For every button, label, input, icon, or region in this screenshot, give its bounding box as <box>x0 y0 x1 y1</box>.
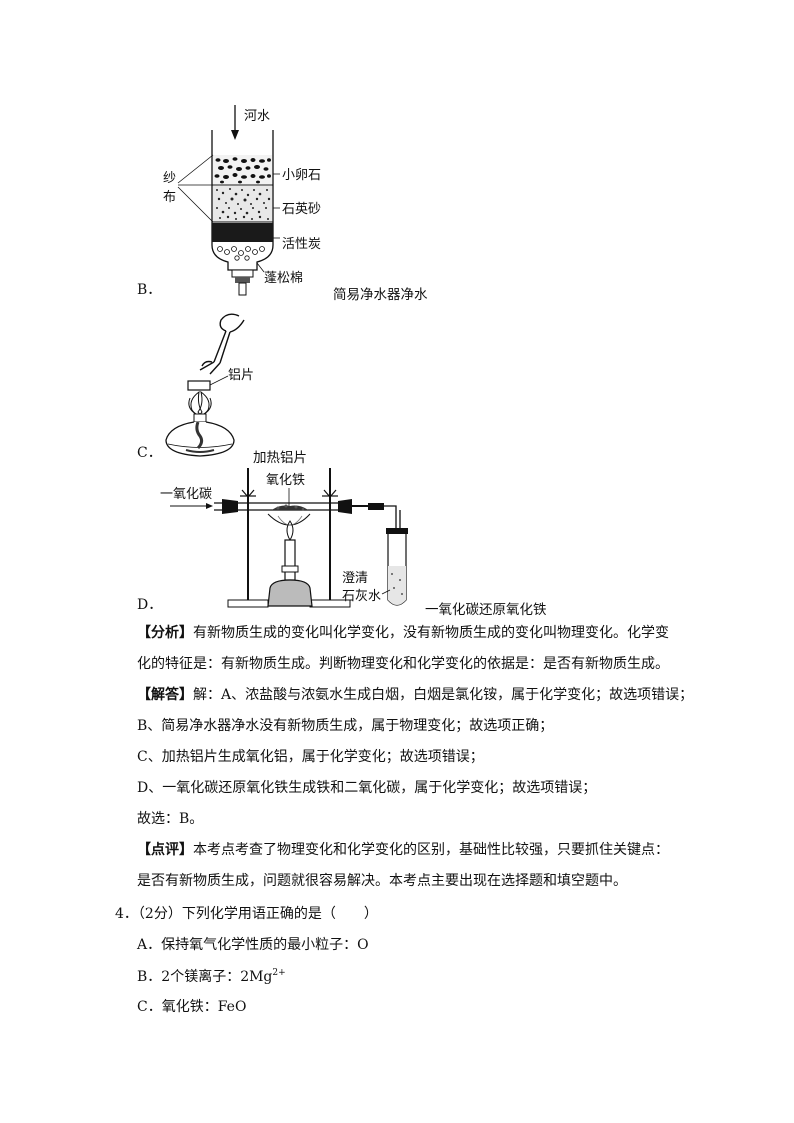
comment-line-2: 是否有新物质生成，问题就很容易解决。本考点主要出现在选择题和填空题中。 <box>137 873 627 889</box>
analysis-line-2: 化的特征是：有新物质生成。判断物理变化和化学变化的依据是：是否有新物质生成。 <box>137 656 669 672</box>
answer-line-2: B、简易净水器净水没有新物质生成，属于物理变化；故选项正确； <box>137 718 554 734</box>
option-b-text: B．2个镁离子：2Mg <box>137 969 273 985</box>
iron-oxide-label: 氧化铁 <box>266 473 305 488</box>
gauze-label-1: 纱 <box>163 171 176 186</box>
alcohol-lamp-figure: 铝片 <box>165 313 254 457</box>
option-b-caption: 简易净水器净水 <box>333 287 428 303</box>
limewater-label-2: 石灰水 <box>342 589 381 604</box>
question-4-option-b: B．2个镁离子：2Mg2+ <box>137 968 286 985</box>
co-reduction-figure: 一氧化碳 氧化铁 澄清 石灰水 <box>160 468 408 608</box>
answer-line-1: 【解答】解：A、浓盐酸与浓氨水生成白烟，白烟是氯化铵，属于化学变化；故选项错误； <box>137 688 693 702</box>
option-b-letter: B． <box>137 282 162 298</box>
analysis-tag: 【分析】 <box>137 625 193 641</box>
question-4-stem: 4．（2分）下列化学用语正确的是（ ） <box>115 906 378 922</box>
option-d-caption: 一氧化碳还原氧化铁 <box>425 602 547 618</box>
analysis-line-1: 【分析】有新物质生成的变化叫化学变化，没有新物质生成的变化叫物理变化。化学变 <box>137 626 669 640</box>
comment-tag: 【点评】 <box>137 842 193 858</box>
question-4-option-c: C．氧化铁：FeO <box>137 999 247 1015</box>
comment-text-1: 本考点考查了物理变化和化学变化的区别，基础性比较强，只要抓住关键点： <box>193 842 669 858</box>
carbon-monoxide-label: 一氧化碳 <box>160 487 212 502</box>
question-4-option-a: A．保持氧气化学性质的最小粒子：O <box>137 937 369 953</box>
activated-carbon-label: 活性炭 <box>282 237 321 252</box>
analysis-text-1: 有新物质生成的变化叫化学变化，没有新物质生成的变化叫物理变化。化学变 <box>193 625 669 641</box>
comment-line-1: 【点评】本考点考查了物理变化和化学变化的区别，基础性比较强，只要抓住关键点： <box>137 843 669 857</box>
option-c-letter: C． <box>137 445 162 461</box>
cotton-label: 蓬松棉 <box>264 271 303 286</box>
answer-line-3: C、加热铝片生成氧化铝，属于化学变化；故选项错误； <box>137 749 484 765</box>
option-c-caption: 加热铝片 <box>253 450 307 466</box>
pebble-label: 小卵石 <box>282 168 321 183</box>
answer-text-1: 解：A、浓盐酸与浓氨水生成白烟，白烟是氯化铵，属于化学变化；故选项错误； <box>193 687 694 703</box>
water-purifier-figure: 河水 纱 布 小卵石 石英砂 <box>163 105 321 296</box>
answer-line-5: 故选：B。 <box>137 811 204 827</box>
quartz-sand-label: 石英砂 <box>282 202 321 217</box>
answer-line-4: D、一氧化碳还原氧化铁生成铁和二氧化碳，属于化学变化；故选项错误； <box>137 780 597 796</box>
answer-tag: 【解答】 <box>137 687 193 703</box>
gauze-label-2: 布 <box>163 190 176 205</box>
limewater-label-1: 澄清 <box>342 571 368 586</box>
aluminum-foil-label: 铝片 <box>228 368 254 383</box>
option-d-letter: D． <box>137 597 163 613</box>
charge-superscript: 2+ <box>272 968 286 978</box>
river-water-label: 河水 <box>244 109 270 124</box>
